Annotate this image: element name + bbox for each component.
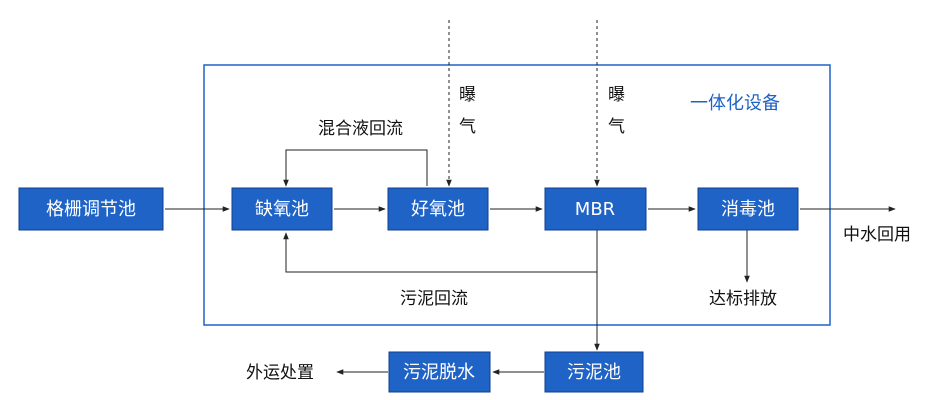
node-sludge-dewatering-label: 污泥脱水 xyxy=(403,362,475,383)
aeration-label-2: 曝 气 xyxy=(608,85,630,137)
node-mbr-box xyxy=(544,187,647,231)
node-disinfection-tank: 消毒池 xyxy=(697,187,799,231)
node-screen-tank-label: 格栅调节池 xyxy=(46,199,136,220)
integrated-equipment-boundary xyxy=(203,64,831,326)
node-anoxic-tank: 缺氧池 xyxy=(231,187,333,231)
node-aerobic-tank-label: 好氧池 xyxy=(411,199,465,220)
node-disinfection-tank-box xyxy=(697,187,799,231)
node-anoxic-tank-label: 缺氧池 xyxy=(255,199,309,220)
node-sludge-tank-label: 污泥池 xyxy=(567,362,621,383)
discharge-label: 达标排放 xyxy=(709,289,777,309)
disposal-label: 外运处置 xyxy=(246,363,314,383)
aeration-label-2-char-2: 气 xyxy=(608,117,625,137)
node-sludge-dewatering: 污泥脱水 xyxy=(388,351,491,393)
node-aerobic-tank-box xyxy=(387,187,489,231)
node-disinfection-tank-label: 消毒池 xyxy=(721,199,775,220)
aeration-label-2-char-1: 曝 xyxy=(608,85,625,105)
node-screen-tank: 格栅调节池 xyxy=(18,187,164,231)
node-screen-tank-box xyxy=(18,187,164,231)
aeration-label-1: 曝 气 xyxy=(459,85,481,137)
node-mbr: MBR xyxy=(544,187,647,231)
sludge-return-label: 污泥回流 xyxy=(400,289,468,309)
node-sludge-dewatering-box xyxy=(388,351,491,393)
aeration-label-1-char-2: 气 xyxy=(459,117,476,137)
mixed-return-label: 混合液回流 xyxy=(318,119,403,139)
node-mbr-label: MBR xyxy=(575,199,615,220)
node-anoxic-tank-box xyxy=(231,187,333,231)
node-aerobic-tank: 好氧池 xyxy=(387,187,489,231)
mixed-return-line xyxy=(283,149,428,187)
sludge-return-line xyxy=(283,230,598,273)
integrated-equipment-label: 一体化设备 xyxy=(690,93,780,114)
reclaimed-water-label: 中水回用 xyxy=(843,225,911,245)
aeration-label-1-char-1: 曝 xyxy=(459,85,476,105)
node-sludge-tank-box xyxy=(544,351,644,393)
node-sludge-tank: 污泥池 xyxy=(544,351,644,393)
